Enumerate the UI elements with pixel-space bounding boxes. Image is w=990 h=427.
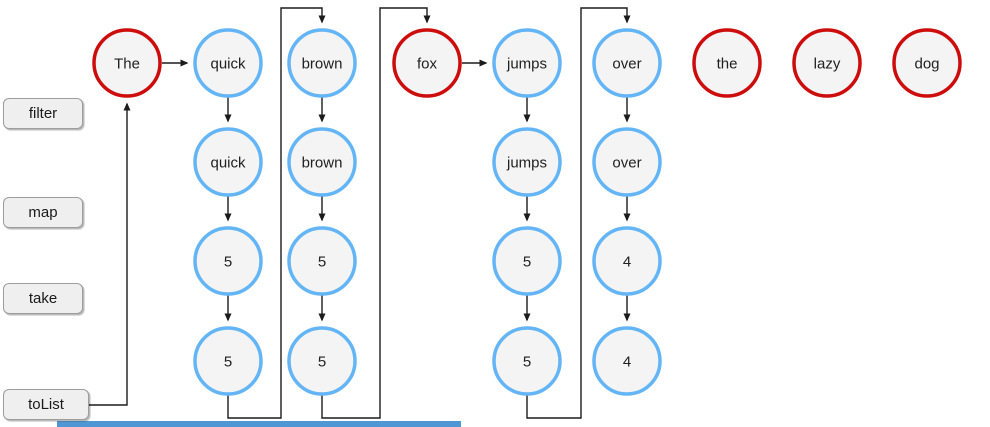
node-circle bbox=[492, 326, 562, 396]
node-circle bbox=[193, 326, 263, 396]
word-node-source-words-dog: dog bbox=[892, 28, 962, 98]
word-node-after-filter-brown: brown bbox=[287, 127, 357, 197]
loop-connector bbox=[227, 7, 326, 419]
node-label: dog bbox=[914, 56, 939, 73]
node-circle bbox=[592, 28, 662, 98]
operation-label-filter: filter bbox=[28, 105, 58, 122]
node-circle bbox=[287, 127, 357, 197]
node-label: 4 bbox=[623, 354, 631, 371]
node-circle bbox=[193, 127, 263, 197]
word-node-source-words-the: the bbox=[692, 28, 762, 98]
node-label: 4 bbox=[623, 254, 631, 271]
word-node-after-map-5: 5 bbox=[492, 226, 562, 296]
operation-label-take: take bbox=[28, 290, 58, 307]
node-circle bbox=[592, 127, 662, 197]
operation-box-take: take bbox=[3, 283, 83, 314]
node-circle bbox=[692, 28, 762, 98]
node-circle bbox=[592, 226, 662, 296]
node-label: 5 bbox=[318, 254, 326, 271]
node-circle bbox=[492, 226, 562, 296]
node-circle bbox=[492, 28, 562, 98]
node-label: quick bbox=[210, 56, 246, 73]
node-label: quick bbox=[210, 155, 246, 172]
word-node-source-words-quick: quick bbox=[193, 28, 263, 98]
node-label: fox bbox=[417, 56, 438, 73]
node-label: brown bbox=[302, 56, 343, 73]
node-label: 5 bbox=[224, 354, 232, 371]
node-label: The bbox=[114, 56, 140, 73]
word-node-source-words-brown: brown bbox=[287, 28, 357, 98]
node-label: jumps bbox=[506, 155, 547, 172]
node-label: 5 bbox=[224, 254, 232, 271]
operation-label-tolist: toList bbox=[28, 396, 64, 413]
node-circle bbox=[193, 226, 263, 296]
word-node-after-take-5: 5 bbox=[193, 326, 263, 396]
operation-box-tolist: toList bbox=[3, 389, 89, 420]
node-circle bbox=[892, 28, 962, 98]
node-label: lazy bbox=[814, 56, 841, 73]
node-label: jumps bbox=[506, 56, 547, 73]
operation-label-map: map bbox=[28, 204, 58, 221]
word-node-after-map-5: 5 bbox=[193, 226, 263, 296]
loop-connector bbox=[526, 7, 631, 419]
word-node-source-words-jumps: jumps bbox=[492, 28, 562, 98]
node-circle bbox=[592, 326, 662, 396]
word-node-source-words-over: over bbox=[592, 28, 662, 98]
node-label: 5 bbox=[523, 354, 531, 371]
node-circle bbox=[193, 28, 263, 98]
word-node-after-take-5: 5 bbox=[287, 326, 357, 396]
word-node-after-take-4: 4 bbox=[592, 326, 662, 396]
node-circle bbox=[492, 127, 562, 197]
word-node-source-words-lazy: lazy bbox=[792, 28, 862, 98]
node-label: the bbox=[717, 56, 738, 73]
node-label: over bbox=[612, 56, 641, 73]
word-node-after-filter-over: over bbox=[592, 127, 662, 197]
word-node-after-take-5: 5 bbox=[492, 326, 562, 396]
node-circle bbox=[792, 28, 862, 98]
operation-box-map: map bbox=[3, 197, 83, 228]
node-label: 5 bbox=[318, 354, 326, 371]
result-list-bar bbox=[57, 421, 461, 427]
node-circle bbox=[392, 28, 462, 98]
operation-box-filter: filter bbox=[3, 98, 83, 129]
loop-connector bbox=[321, 7, 431, 419]
word-node-after-map-5: 5 bbox=[287, 226, 357, 296]
word-node-source-words-fox: fox bbox=[392, 28, 462, 98]
word-node-after-filter-jumps: jumps bbox=[492, 127, 562, 197]
word-node-source-words-The: The bbox=[92, 28, 162, 98]
node-label: brown bbox=[302, 155, 343, 172]
node-circle bbox=[287, 226, 357, 296]
node-circle bbox=[92, 28, 162, 98]
tolist-connector bbox=[89, 102, 131, 406]
node-label: over bbox=[612, 155, 641, 172]
node-circle bbox=[287, 326, 357, 396]
word-node-after-filter-quick: quick bbox=[193, 127, 263, 197]
word-node-after-map-4: 4 bbox=[592, 226, 662, 296]
node-circle bbox=[287, 28, 357, 98]
node-label: 5 bbox=[523, 254, 531, 271]
